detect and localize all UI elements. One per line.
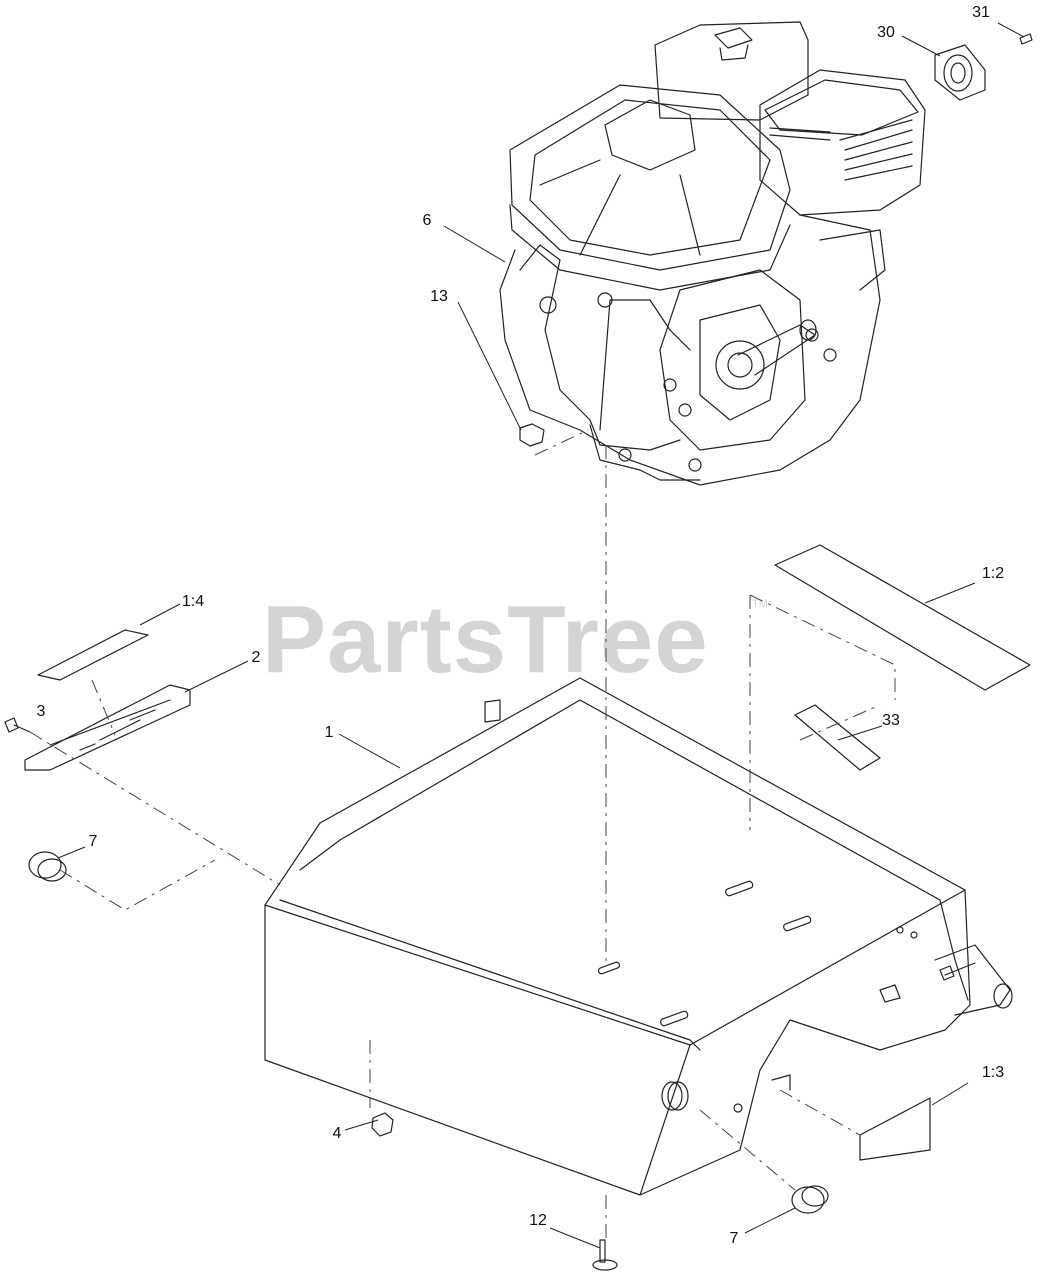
- callout-3: 3: [36, 703, 46, 720]
- part-33-decal: [794, 704, 881, 771]
- callout-6: 6: [422, 212, 432, 229]
- part-1-3-decal: [859, 1097, 931, 1161]
- part-3-screw: [4, 717, 31, 733]
- callout-4: 4: [332, 1125, 342, 1142]
- part-12-bolt: [592, 1239, 618, 1271]
- watermark-trademark: TM: [752, 598, 768, 610]
- callout-7-right: 7: [729, 1230, 739, 1247]
- callout-1-3: 1:3: [981, 1064, 1005, 1081]
- leader-lines: [57, 22, 1025, 1249]
- callout-1-2: 1:2: [981, 565, 1005, 582]
- part-1-2-decal: [774, 544, 1031, 691]
- callout-2: 2: [251, 649, 261, 666]
- callout-31: 31: [972, 4, 990, 21]
- air-filter-cover: [509, 84, 791, 271]
- part-7-left-plug: [28, 851, 67, 882]
- part-13-nut: [519, 423, 545, 447]
- fuel-tank: [654, 21, 809, 121]
- part-30-flange: [934, 44, 986, 101]
- part-1-housing: [264, 677, 1013, 1196]
- callout-33: 33: [882, 712, 900, 729]
- alignment-lines: [29, 429, 896, 1240]
- shaft-right: [934, 944, 1011, 1016]
- callout-30: 30: [877, 24, 895, 41]
- part-1-4-decal: [37, 629, 149, 681]
- part-4-nut: [371, 1112, 394, 1137]
- part-31-screw: [1019, 33, 1033, 45]
- callout-1: 1: [324, 724, 334, 741]
- engine-block: [499, 214, 881, 486]
- callout-7-left: 7: [88, 833, 98, 850]
- part-7-right-plug: [791, 1185, 829, 1214]
- watermark-text: PartsTree: [262, 586, 709, 693]
- callout-1-4: 1:4: [181, 593, 205, 610]
- muffler: [759, 69, 926, 216]
- crankshaft: [737, 324, 816, 376]
- callout-13: 13: [430, 288, 448, 305]
- callout-12: 12: [529, 1212, 547, 1229]
- part-2-bracket: [24, 684, 191, 771]
- engine-assembly: [499, 21, 926, 486]
